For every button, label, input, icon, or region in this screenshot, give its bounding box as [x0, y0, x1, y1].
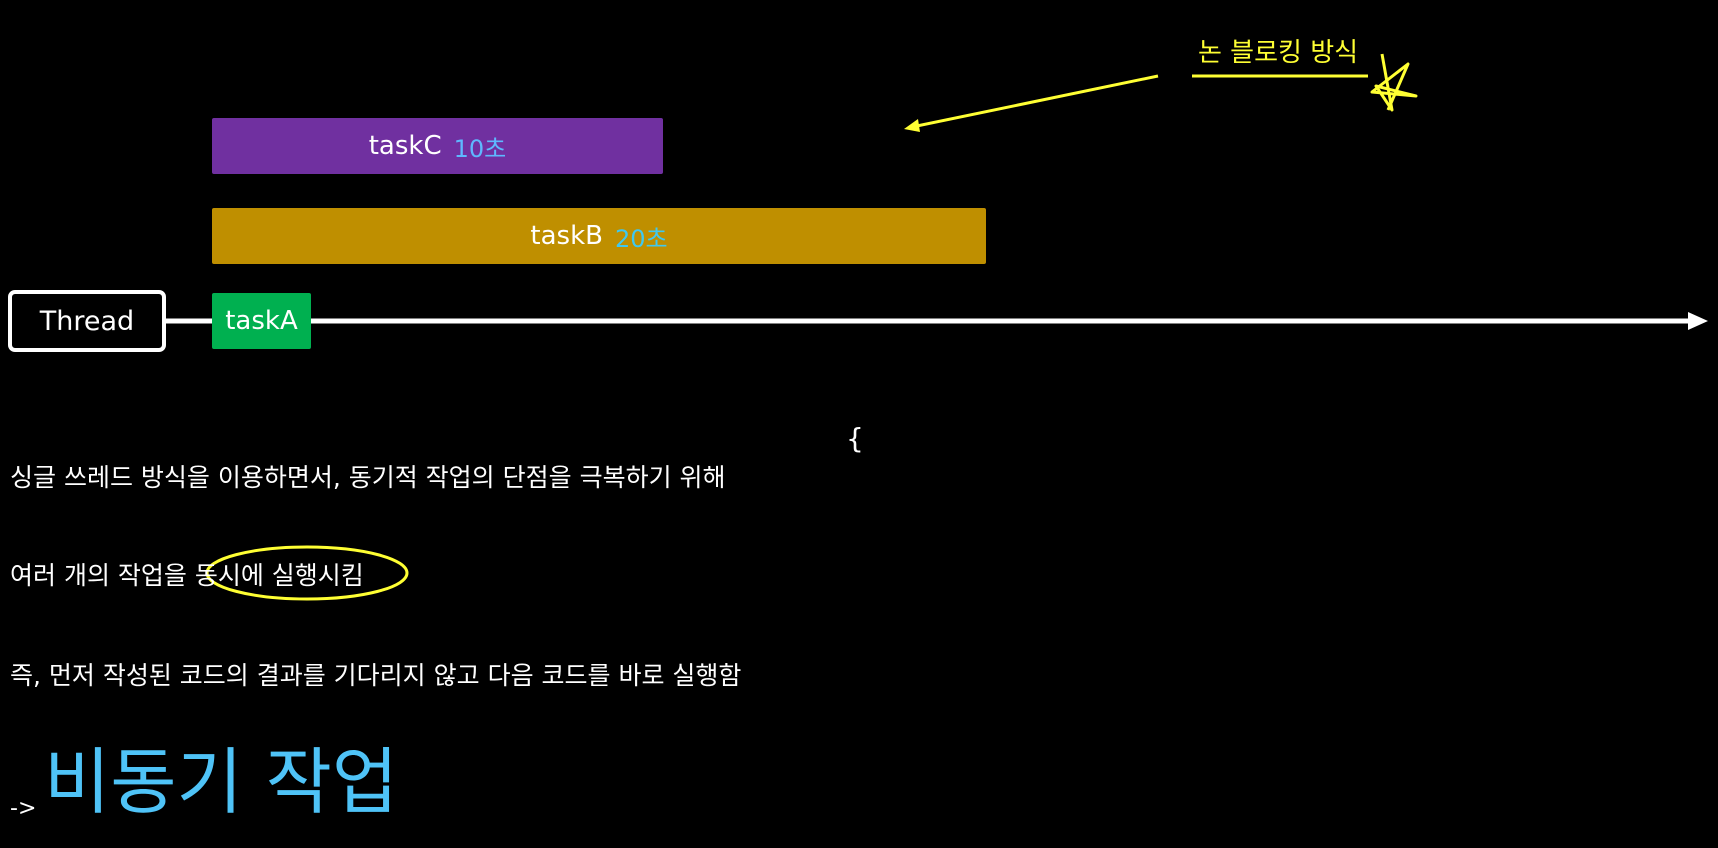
task-c-duration: 10초	[453, 134, 507, 163]
result-arrow: ->	[10, 796, 37, 821]
task-b-name: taskB	[530, 221, 603, 251]
task-b-bar: taskB 20초	[212, 208, 986, 264]
annotation-arrow-line	[911, 74, 1159, 129]
thread-timeline-arrowhead	[1688, 312, 1708, 330]
task-b-duration: 20초	[614, 224, 668, 253]
result-title: 비동기 작업	[44, 740, 399, 824]
star-doodle-icon	[1370, 53, 1418, 112]
brace-symbol: {	[846, 422, 864, 455]
body-line-2: 여러 개의 작업을 동시에 실행시킴	[10, 556, 364, 592]
body-line-2-text: 여러 개의 작업을	[10, 561, 195, 590]
thread-label: Thread	[39, 305, 135, 337]
task-a-name: taskA	[225, 306, 298, 336]
thread-box: Thread	[8, 290, 166, 352]
body-line-2-highlight: 동시에 실행시킴	[194, 561, 364, 590]
task-c-name: taskC	[368, 131, 442, 161]
task-a-bar: taskA	[212, 293, 311, 349]
annotation-label: 논 블로킹 방식	[1198, 38, 1359, 68]
body-line-3: 즉, 먼저 작성된 코드의 결과를 기다리지 않고 다음 코드를 바로 실행함	[10, 661, 742, 690]
body-line-1: 싱글 쓰레드 방식을 이용하면서, 동기적 작업의 단점을 극복하기 위해	[10, 463, 726, 492]
annotation-arrowhead	[904, 119, 920, 132]
task-c-bar: taskC 10초	[212, 118, 663, 174]
